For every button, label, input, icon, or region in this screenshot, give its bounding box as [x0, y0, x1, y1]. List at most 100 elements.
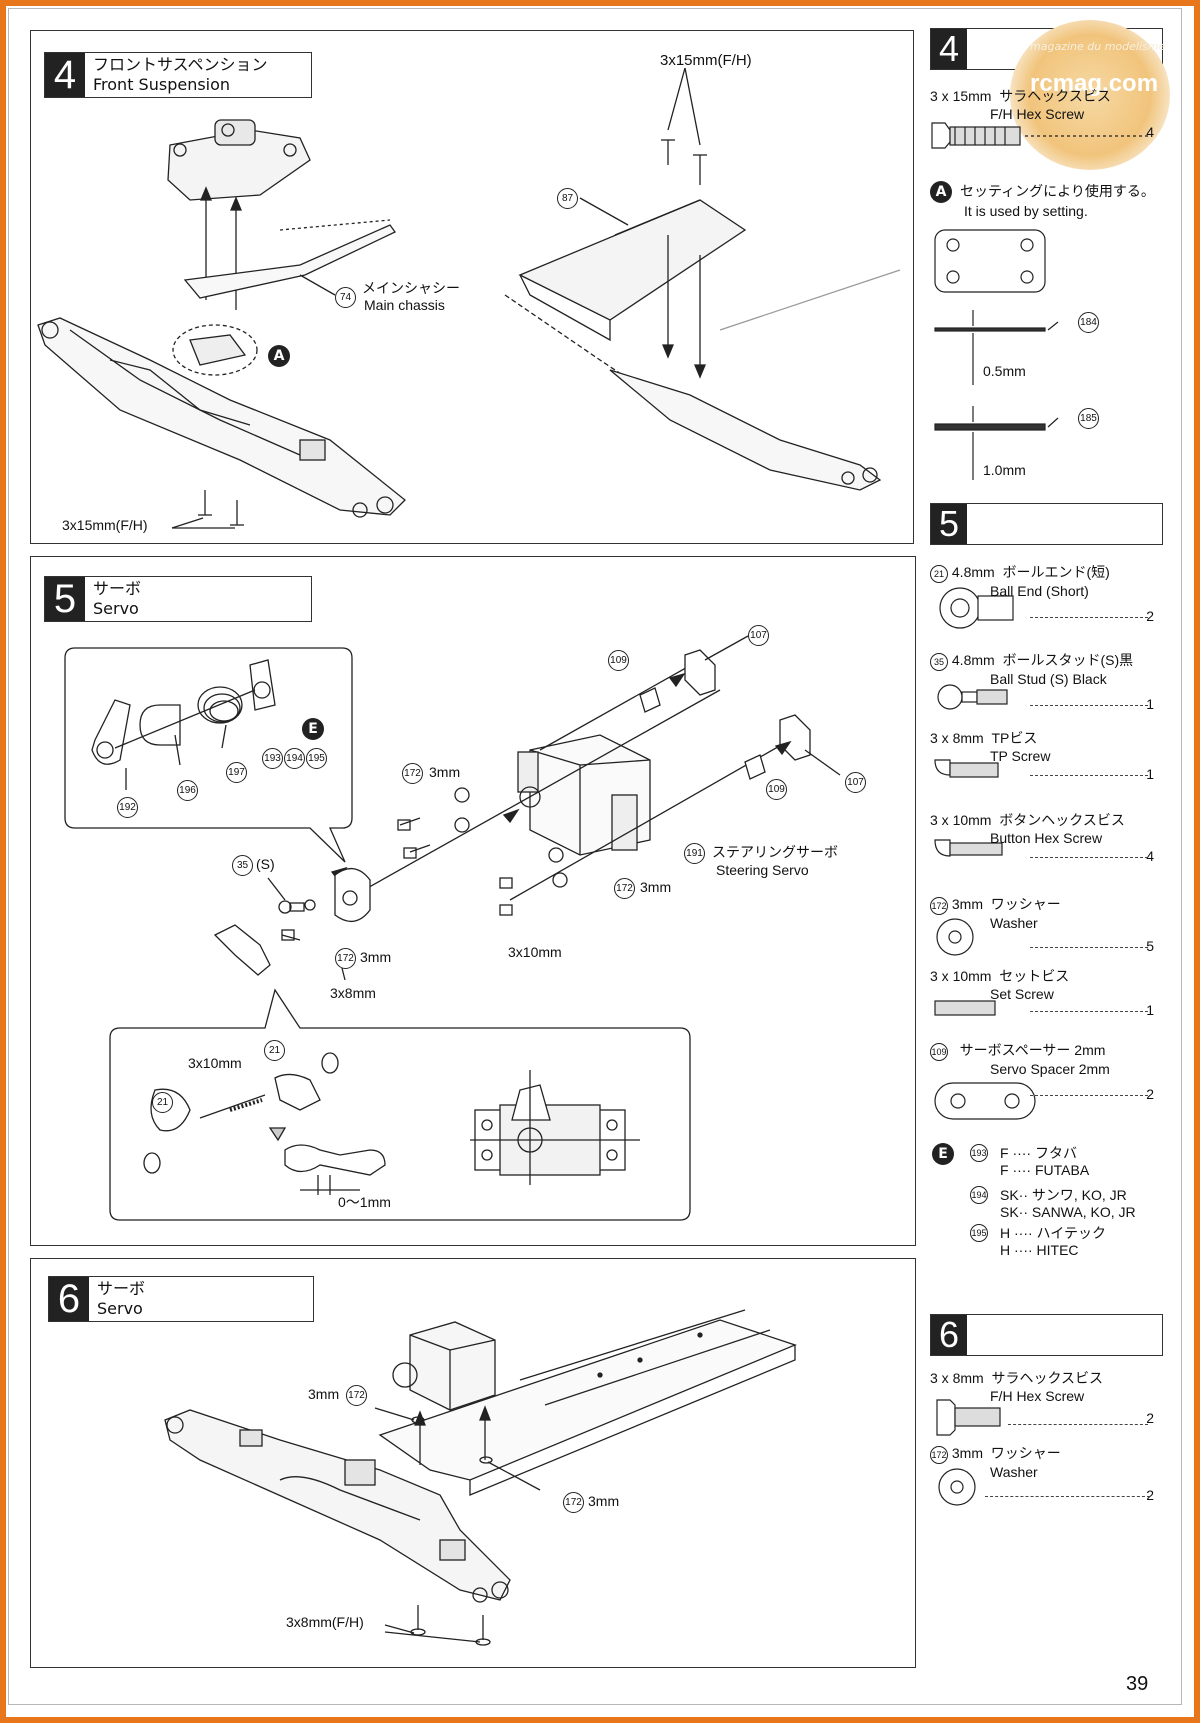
- step6-ref-a: 172: [346, 1385, 367, 1406]
- step5-washer-c: 3mm: [360, 949, 392, 965]
- side4-p1-en: F/H Hex Screw: [990, 106, 1085, 122]
- side5-part-ja: ボールエンド(短): [1002, 564, 1110, 580]
- side5-part-ja: サーボスペーサー 2mm: [959, 1042, 1106, 1058]
- side5-number: 5: [931, 504, 967, 544]
- side4-a-ja: セッティングにより使用する。: [960, 183, 1155, 199]
- step4-screw-bottom-label: 3x15mm(F/H): [62, 517, 148, 533]
- side4-part-1: 3 x 15mm サラヘックスビス F/H Hex Screw 4: [930, 86, 1162, 140]
- side5-brand-ref: 195: [970, 1224, 988, 1242]
- step5-screw-3x10: 3x10mm: [508, 944, 562, 960]
- step5-ref-21a: 21: [264, 1040, 285, 1061]
- side6-p2-en: Washer: [990, 1464, 1038, 1480]
- side5-part-ref: 109: [930, 1043, 948, 1061]
- step5-detail-3x10: 3x10mm: [188, 1055, 242, 1071]
- page-inner-border: [8, 8, 1182, 1705]
- step5-ref-107b: 107: [845, 772, 866, 793]
- side5-part-ref: 35: [930, 653, 948, 671]
- step4-title-ja: フロントサスペンション: [93, 55, 268, 74]
- side5-header: 5: [930, 503, 1163, 545]
- step4-letter-a: A: [268, 345, 290, 367]
- side6-number: 6: [931, 1315, 967, 1355]
- side5-brand-en: F ···· FUTABA: [1000, 1162, 1090, 1178]
- step6-washer-b: 3mm: [588, 1493, 620, 1509]
- step4-ref-plate: 87: [557, 188, 578, 209]
- side5-part-ref: 21: [930, 565, 948, 583]
- side6-part-1: 3 x 8mm サラヘックスビス F/H Hex Screw 2: [930, 1368, 1162, 1426]
- side4-p1-qty: 4: [1146, 124, 1154, 140]
- side4-p1-size: 3 x 15mm: [930, 88, 992, 104]
- side4-letter-a: A: [930, 181, 952, 203]
- step6-title: 6 サーボ Servo: [48, 1276, 314, 1322]
- side5-part-size: 3 x 10mm: [930, 968, 992, 984]
- side6-p1-ja: サラヘックスビス: [991, 1370, 1104, 1386]
- step4-chassis-en: Main chassis: [364, 297, 445, 313]
- step4-title: 4 フロントサスペンション Front Suspension: [44, 52, 312, 98]
- watermark-tagline: magazine du modelisme: [1030, 40, 1166, 53]
- side5-part-en: Button Hex Screw: [990, 830, 1103, 846]
- step6-number: 6: [49, 1277, 89, 1321]
- side5-part-qty: 2: [1146, 1086, 1154, 1102]
- side6-p2-ref: 172: [930, 1446, 948, 1464]
- side5-part-dash: [1030, 947, 1148, 948]
- step5-washer-b: 3mm: [640, 879, 672, 895]
- side4-header: 4: [930, 28, 1163, 70]
- side5-part-qty: 2: [1146, 608, 1154, 624]
- side5-letter-e: E: [932, 1143, 954, 1165]
- step5-title-ja: サーボ: [93, 579, 142, 598]
- step5-ref-109a: 109: [608, 650, 629, 671]
- step5-title: 5 サーボ Servo: [44, 576, 312, 622]
- side4-a-en: It is used by setting.: [964, 203, 1088, 219]
- step5-ref-172a: 172: [402, 763, 423, 784]
- side5-part-en: Servo Spacer 2mm: [990, 1061, 1110, 1077]
- step5-ref-196: 196: [177, 780, 198, 801]
- step4-chassis-ja: メインシャシー: [362, 280, 460, 296]
- side5-part-6: 3 x 10mm セットビス Set Screw 1: [930, 966, 1162, 1018]
- side6-p1-size: 3 x 8mm: [930, 1370, 984, 1386]
- side6-p2-dash: [985, 1496, 1150, 1497]
- step5-ref-107a: 107: [748, 625, 769, 646]
- side5-part-ja: ボールスタッド(S)黒: [1002, 652, 1134, 668]
- side5-brand-en: SK·· SANWA, KO, JR: [1000, 1204, 1136, 1220]
- side5-brand-ref: 193: [970, 1144, 988, 1162]
- step4-ref-chassis: 74: [335, 287, 356, 308]
- side5-part-size: 4.8mm: [951, 652, 995, 668]
- step5-ref-21b: 21: [152, 1092, 173, 1113]
- side5-part-1: 21 4.8mm ボールエンド(短) Ball End (Short) 2: [930, 562, 1162, 624]
- side5-part-qty: 5: [1146, 938, 1154, 954]
- step5-title-en: Servo: [93, 599, 139, 618]
- side5-part-en: Ball End (Short): [990, 583, 1089, 599]
- side4-number: 4: [931, 29, 967, 69]
- step5-ref-194: 194: [284, 748, 305, 769]
- side5-part-qty: 1: [1146, 1002, 1154, 1018]
- step5-ref-195: 195: [306, 748, 327, 769]
- side5-part-en: Set Screw: [990, 986, 1054, 1002]
- side5-part-qty: 1: [1146, 696, 1154, 712]
- side6-part-2: 172 3mm ワッシャー Washer 2: [930, 1443, 1162, 1503]
- side6-header: 6: [930, 1314, 1163, 1356]
- side5-part-ja: セットビス: [999, 968, 1070, 984]
- side6-p1-dash: [1008, 1424, 1148, 1425]
- side5-part-ja: ワッシャー: [990, 896, 1061, 912]
- step5-servo-ja: ステアリングサーボ: [712, 844, 838, 860]
- step5-washer-a: 3mm: [429, 764, 461, 780]
- step5-ref-193: 193: [262, 748, 283, 769]
- side4-thickness-184: 0.5mm: [983, 363, 1026, 379]
- side5-part-en: Washer: [990, 915, 1038, 931]
- side5-part-size: 4.8mm: [951, 564, 995, 580]
- step5-ref-172b: 172: [614, 878, 635, 899]
- step5-gap: 0〜1mm: [338, 1194, 391, 1210]
- step4-screw-top-label: 3x15mm(F/H): [660, 52, 752, 69]
- side5-part-ja: ボタンヘックスビス: [999, 812, 1125, 828]
- step5-servo-en: Steering Servo: [716, 862, 809, 878]
- step5-screw-3x8: 3x8mm: [330, 985, 376, 1001]
- step5-ref-192: 192: [117, 797, 138, 818]
- side6-p2-size: 3mm: [951, 1445, 984, 1461]
- side5-part-size: 3 x 8mm: [930, 730, 984, 746]
- side5-part-size: 3 x 10mm: [930, 812, 992, 828]
- side5-brand-ja: H ···· ハイテック: [1000, 1225, 1106, 1241]
- side5-part-qty: 1: [1146, 766, 1154, 782]
